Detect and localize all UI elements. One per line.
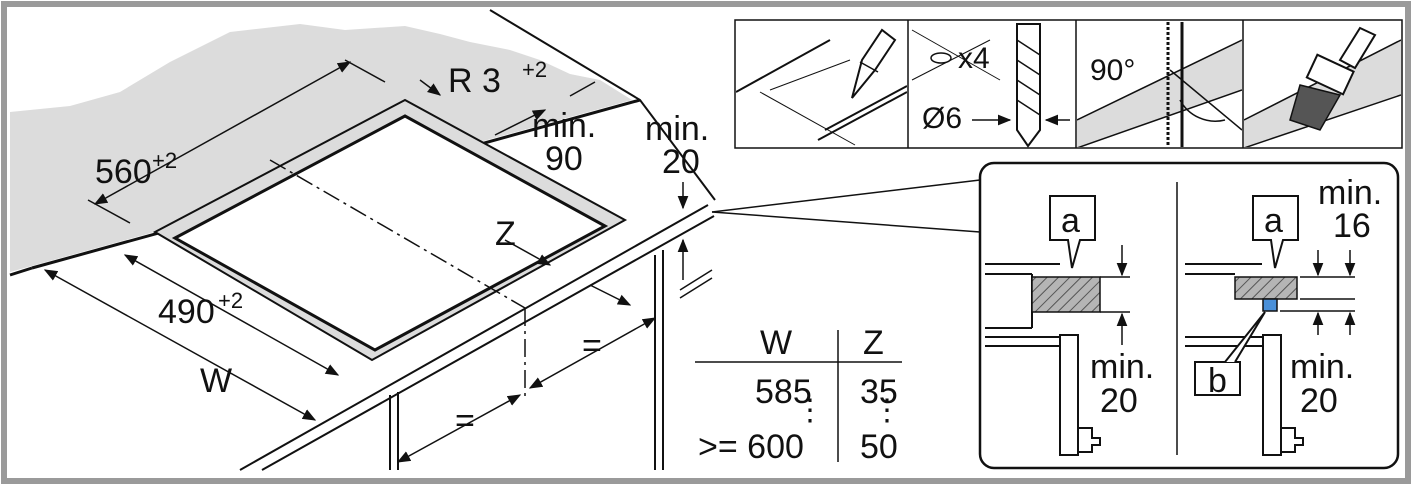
right-top-min-value: 16 [1333,207,1371,245]
side-min-value: 20 [662,143,700,181]
worktop-section [1031,276,1101,313]
saw-angle-label: 90° [1090,54,1135,87]
label-a-right: a [1264,202,1283,240]
drill-count-label: x4 [958,42,990,75]
brush-icon [1289,26,1377,131]
w-label: W [200,362,232,400]
drill-step-panel: x4 Ø6 [911,23,1070,148]
w-z-table: W Z 585 35 ⋮ ⋮ >= 600 50 [695,324,902,466]
ellipsis-dots: ⋮ [872,394,902,427]
detail-callout: a min. 20 a b [978,161,1400,470]
seal-step-panel [1244,26,1401,147]
pencil-icon [851,28,897,99]
saw-step-panel: 90° [1077,22,1242,147]
table-cell: 585 [755,373,812,411]
detail-right: a b min. 16 min. 20 [1185,174,1382,456]
side-min-label: min. [645,110,709,148]
worktop-drawing: 560 +2 R 3 +2 min. 90 min. 20 Z 490 +2 W… [9,9,981,471]
z-label: Z [495,215,516,253]
back-min-value: 90 [545,140,583,178]
right-bottom-min-label: min. [1290,348,1354,386]
drill-hole-icon [930,52,952,64]
table-cell: 35 [860,373,898,411]
drill-bit-icon [1016,23,1041,148]
mark-step-panel [736,28,907,146]
table-header-w: W [760,324,792,362]
table-cell: 50 [860,428,898,466]
step-panels: x4 Ø6 90° [734,19,1403,149]
right-bottom-min-value: 20 [1300,382,1338,420]
left-min-value: 20 [1100,382,1138,420]
label-b: b [1208,362,1227,400]
back-min-label: min. [532,107,596,145]
ellipsis-dots: ⋮ [795,394,825,427]
table-header-z: Z [863,324,884,362]
label-a-left: a [1061,202,1080,240]
left-min-label: min. [1090,348,1154,386]
width-dimension-label: 560 [95,153,152,191]
detail-left: a min. 20 [985,195,1154,456]
equal-label-2: = [582,327,602,365]
equal-label-1: = [455,402,475,440]
width-tolerance-label: +2 [152,148,177,173]
right-top-min-label: min. [1318,174,1382,212]
radius-tolerance-label: +2 [522,57,547,82]
depth-tolerance-label: +2 [218,288,243,313]
table-cell: >= 600 [698,428,804,466]
depth-dimension-label: 490 [158,293,215,331]
drill-diameter-label: Ø6 [922,102,962,135]
worktop-section [1234,276,1298,300]
seal-strip [1262,298,1278,312]
radius-label: R 3 [448,62,501,100]
